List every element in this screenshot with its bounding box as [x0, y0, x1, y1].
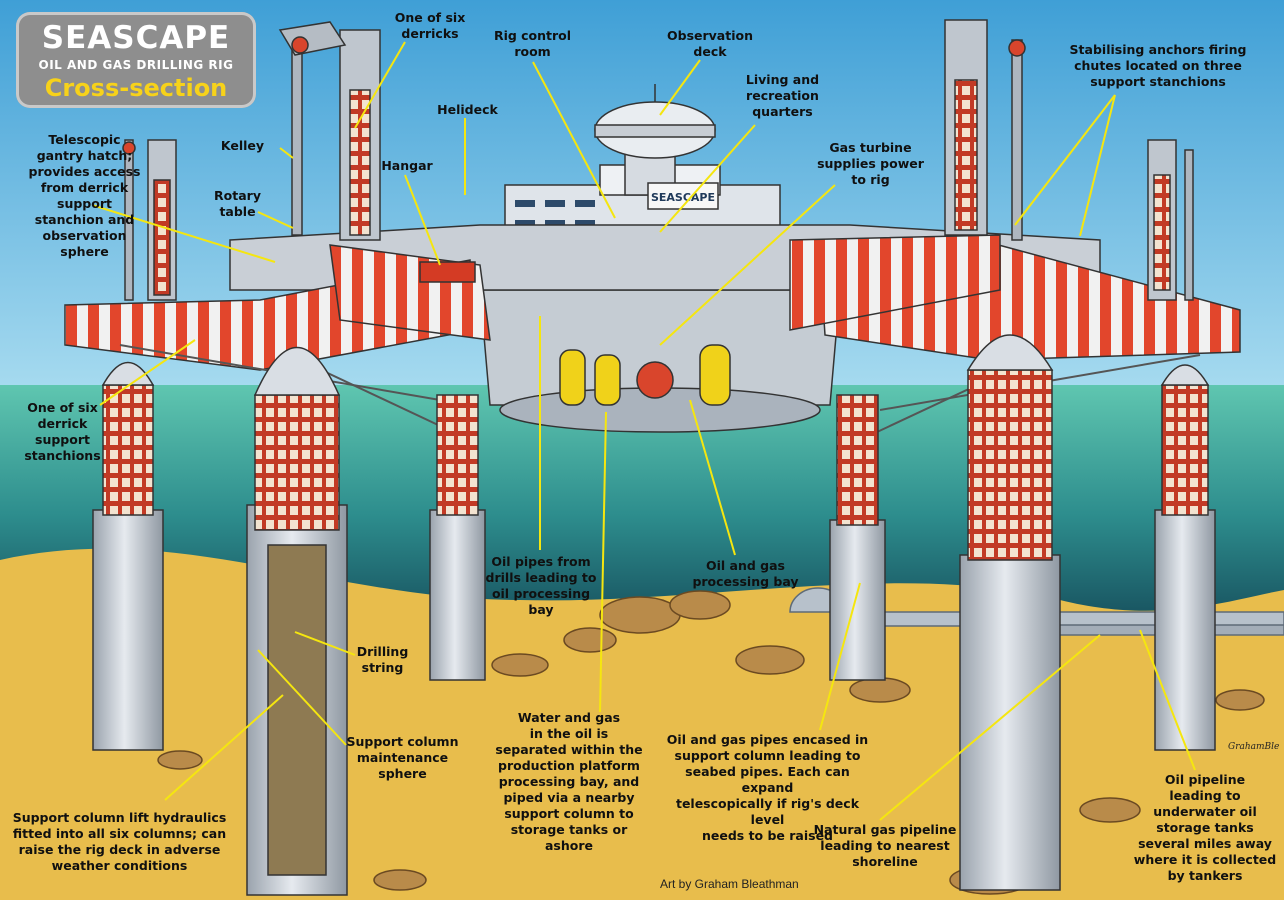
- callout-oil-pipes: Oil pipes from drills leading to oil pro…: [485, 554, 597, 617]
- callout-control-room: Rig control room: [493, 28, 572, 59]
- callout-lift-hydraulics: Support column lift hydraulics fitted in…: [12, 810, 227, 873]
- callout-maintenance-sphere: Support column maintenance sphere: [346, 734, 459, 781]
- title: SEASCAPE: [41, 20, 231, 56]
- callout-living-quarters: Living and recreation quarters: [745, 72, 820, 119]
- callout-processing-bay: Oil and gas processing bay: [692, 558, 799, 589]
- callout-oil-pipeline: Oil pipeline leading to underwater oil s…: [1133, 772, 1277, 883]
- callout-derricks: One of six derricks: [394, 10, 466, 41]
- artist-signature: GrahamBle: [1228, 742, 1280, 752]
- hangar: [419, 261, 476, 283]
- observation-tower: [594, 84, 716, 196]
- callout-anchors: Stabilising anchors firing chutes locate…: [1069, 42, 1247, 89]
- callout-drilling-string: Drilling string: [356, 644, 409, 675]
- rig-name-sign: SEASCAPE: [651, 191, 715, 204]
- callout-rotary-table: Rotary table: [214, 188, 261, 219]
- subtitle: OIL AND GAS DRILLING RIG: [38, 58, 234, 72]
- leader-lines: [91, 41, 1196, 821]
- callout-kelley: Kelley: [220, 138, 265, 153]
- callout-helideck: Helideck: [437, 102, 498, 117]
- callout-gantry-hatch: Telescopic gantry hatch; provides access…: [28, 132, 141, 259]
- callout-hangar: Hangar: [381, 158, 433, 173]
- seabed-rocks: [157, 590, 1265, 895]
- processing-bay-pod: [479, 289, 841, 433]
- callout-observation-deck: Observation deck: [667, 28, 753, 59]
- callout-encased-pipes: Oil and gas pipes encased in support col…: [666, 732, 869, 843]
- callout-stanchions: One of six derrick support stanchions: [24, 400, 101, 463]
- artist-credit: Art by Graham Bleathman: [660, 877, 799, 891]
- callout-water-gas: Water and gas in the oil is separated wi…: [495, 710, 643, 853]
- support-columns: [92, 334, 1216, 896]
- section-title: Cross-section: [44, 74, 228, 102]
- callout-gas-turbine: Gas turbine supplies power to rig: [817, 140, 924, 187]
- callout-gas-pipeline: Natural gas pipeline leading to nearest …: [813, 822, 957, 869]
- title-panel: SEASCAPE OIL AND GAS DRILLING RIG Cross-…: [16, 12, 256, 108]
